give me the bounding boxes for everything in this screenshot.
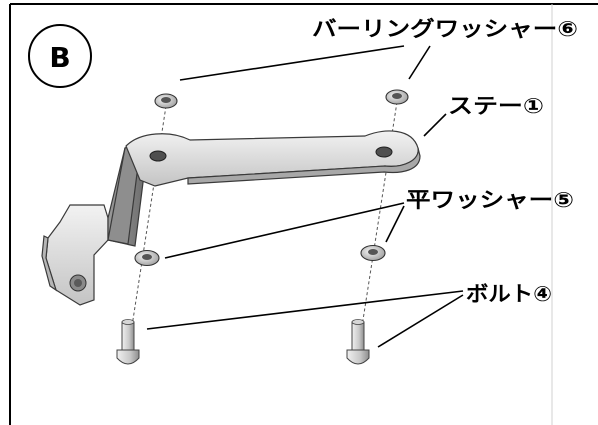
stay-bracket <box>41 130 421 306</box>
burring-washer-right <box>385 89 409 105</box>
leader-bolt-left <box>146 290 464 330</box>
section-badge: B <box>28 24 92 88</box>
callout-flat-washer: 平ワッシャー⑤ <box>406 188 574 212</box>
leader-stay <box>423 113 447 137</box>
leader-flat-washer-right <box>385 205 405 243</box>
section-badge-label: B <box>49 41 70 74</box>
burring-washer-left <box>154 93 178 109</box>
leader-lines <box>146 45 464 348</box>
flat-washer-right <box>360 244 386 262</box>
leader-burring-washer-left <box>179 45 405 81</box>
bolt-right <box>346 319 370 365</box>
axis-right <box>357 101 398 353</box>
flat-washer-left <box>134 249 160 267</box>
leader-bolt-right <box>377 294 464 348</box>
leader-burring-washer-right <box>408 45 431 80</box>
leader-flat-washer-left <box>164 202 405 259</box>
callout-bolt: ボルト④ <box>466 282 552 306</box>
bolt-left <box>116 319 140 365</box>
callout-stay: ステー① <box>448 94 544 118</box>
callout-burring-washer: バーリングワッシャー⑥ <box>312 17 578 41</box>
frame <box>9 3 598 425</box>
